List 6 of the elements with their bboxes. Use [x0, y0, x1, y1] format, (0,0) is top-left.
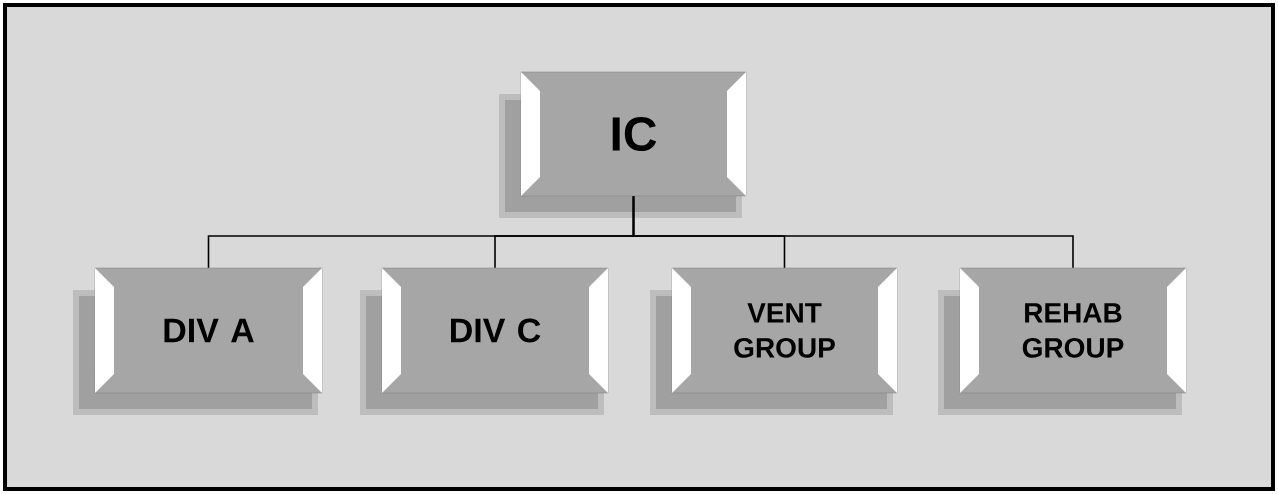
org-box: IC	[520, 71, 747, 197]
org-box: DIV C	[381, 267, 609, 394]
org-box: REHAB GROUP	[959, 267, 1187, 394]
org-box: DIV A	[94, 267, 323, 394]
org-box: VENT GROUP	[671, 267, 898, 394]
connector	[632, 195, 1074, 269]
